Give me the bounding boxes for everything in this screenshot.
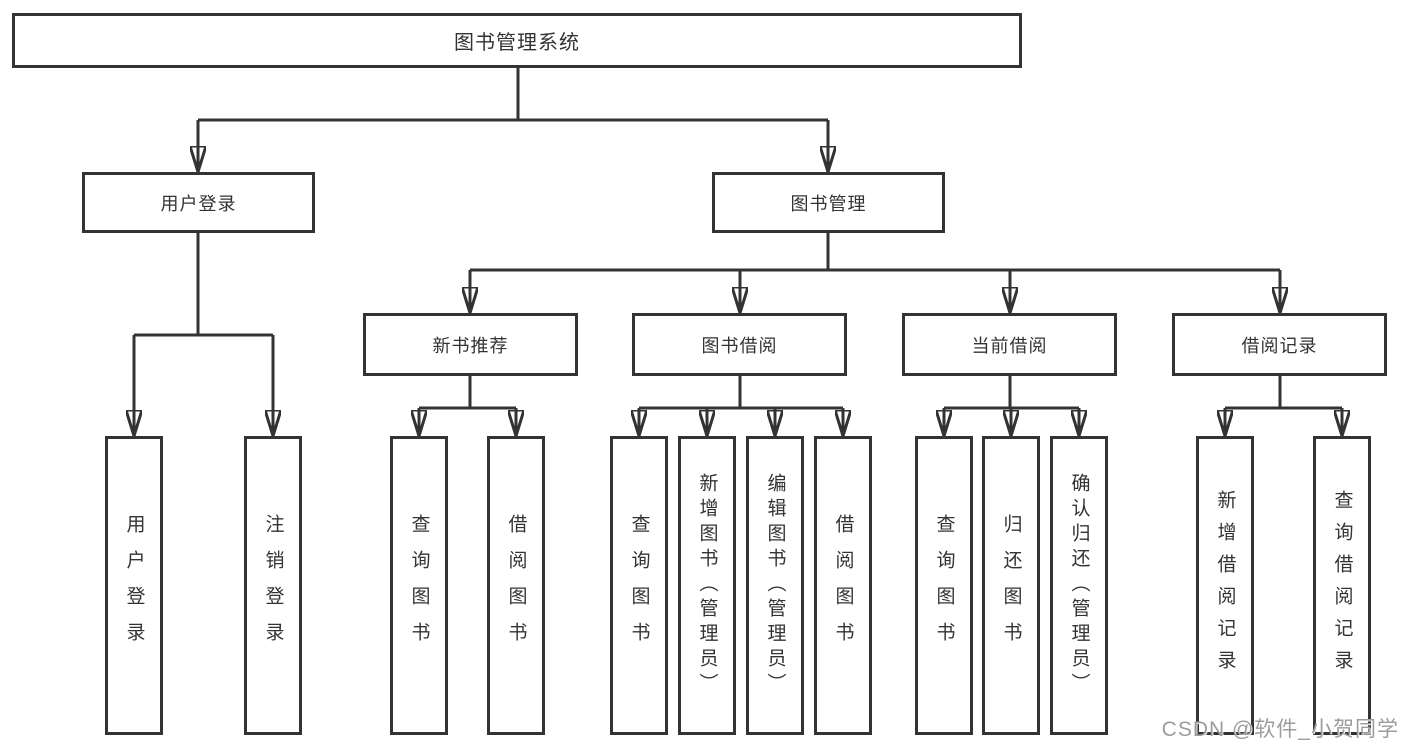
node-current-borrowing: 当前借阅 — [902, 313, 1117, 376]
node-label: 借阅图书 — [832, 513, 854, 658]
node-label: 注销登录 — [262, 513, 284, 658]
node-label: 归还图书 — [1000, 513, 1022, 658]
node-new-book-recommend: 新书推荐 — [363, 313, 578, 376]
leaf-query-books-recommend: 查询图书 — [390, 436, 448, 735]
node-label: 图书借阅 — [701, 335, 778, 356]
leaf-return-book: 归还图书 — [982, 436, 1040, 735]
node-user-login: 用户登录 — [82, 172, 315, 233]
leaf-add-book-admin: 新增图书（管理员） — [678, 436, 736, 735]
node-label: 查询图书 — [628, 513, 650, 658]
leaf-borrow-books: 借阅图书 — [814, 436, 872, 735]
leaf-user-login: 用户登录 — [105, 436, 163, 735]
node-book-borrowing: 图书借阅 — [632, 313, 847, 376]
node-label: 新书推荐 — [432, 335, 509, 356]
node-label: 图书管理系统 — [454, 32, 580, 54]
leaf-add-borrow-record: 新增借阅记录 — [1196, 436, 1254, 735]
node-label: 查询借阅记录 — [1331, 489, 1353, 682]
leaf-query-borrow-record: 查询借阅记录 — [1313, 436, 1371, 735]
node-label: 查询图书 — [933, 513, 955, 658]
leaf-query-books-borrow: 查询图书 — [610, 436, 668, 735]
node-label: 编辑图书（管理员） — [764, 473, 786, 698]
node-label: 图书管理 — [790, 193, 867, 214]
node-borrowing-records: 借阅记录 — [1172, 313, 1387, 376]
leaf-edit-book-admin: 编辑图书（管理员） — [746, 436, 804, 735]
leaf-confirm-return-admin: 确认归还（管理员） — [1050, 436, 1108, 735]
leaf-borrow-books-recommend: 借阅图书 — [487, 436, 545, 735]
leaf-query-books-current: 查询图书 — [915, 436, 973, 735]
node-label: 用户登录 — [123, 513, 145, 658]
node-label: 新增借阅记录 — [1214, 489, 1236, 682]
node-label: 新增图书（管理员） — [696, 473, 718, 698]
csdn-watermark: CSDN @软件_小贺同学 — [1161, 718, 1399, 741]
node-label: 用户登录 — [160, 193, 237, 214]
node-book-management: 图书管理 — [712, 172, 945, 233]
node-label: 借阅记录 — [1241, 335, 1318, 356]
node-label: 当前借阅 — [971, 335, 1048, 356]
leaf-logout-login: 注销登录 — [244, 436, 302, 735]
node-label: 确认归还（管理员） — [1068, 473, 1090, 698]
node-label: 查询图书 — [408, 513, 430, 658]
node-label: 借阅图书 — [505, 513, 527, 658]
node-library-management-system: 图书管理系统 — [12, 13, 1022, 68]
